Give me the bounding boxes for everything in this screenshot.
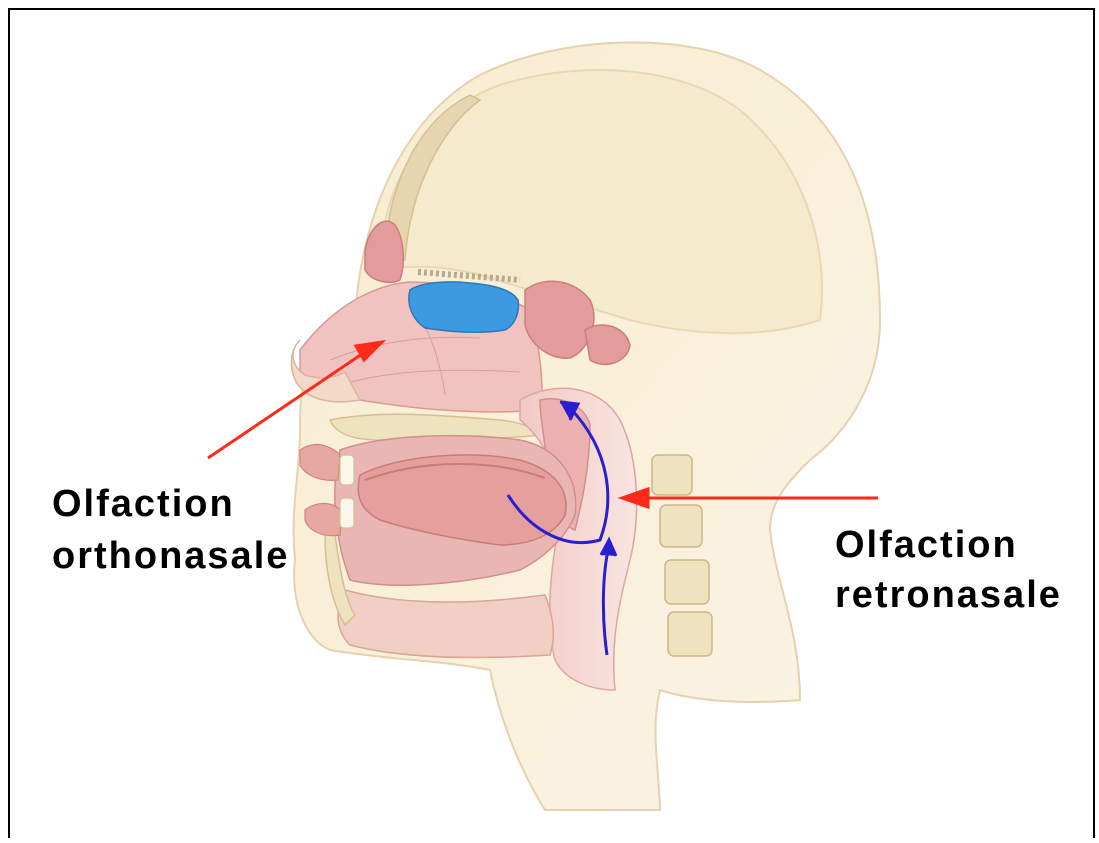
vertebra	[665, 560, 709, 604]
vertebra	[668, 612, 712, 656]
orthonasal-label-line-2: orthonasale	[52, 535, 289, 577]
vertebra	[652, 455, 692, 495]
upper-tooth	[340, 455, 354, 485]
lower-tooth	[340, 498, 354, 528]
orthonasal-label-line-1: Olfaction	[52, 483, 235, 525]
retronasal-label-line-2: retronasale	[835, 574, 1062, 616]
vertebra	[660, 505, 702, 547]
olfactory-epithelium	[409, 282, 519, 332]
retronasal-label-line-1: Olfaction	[835, 524, 1018, 566]
